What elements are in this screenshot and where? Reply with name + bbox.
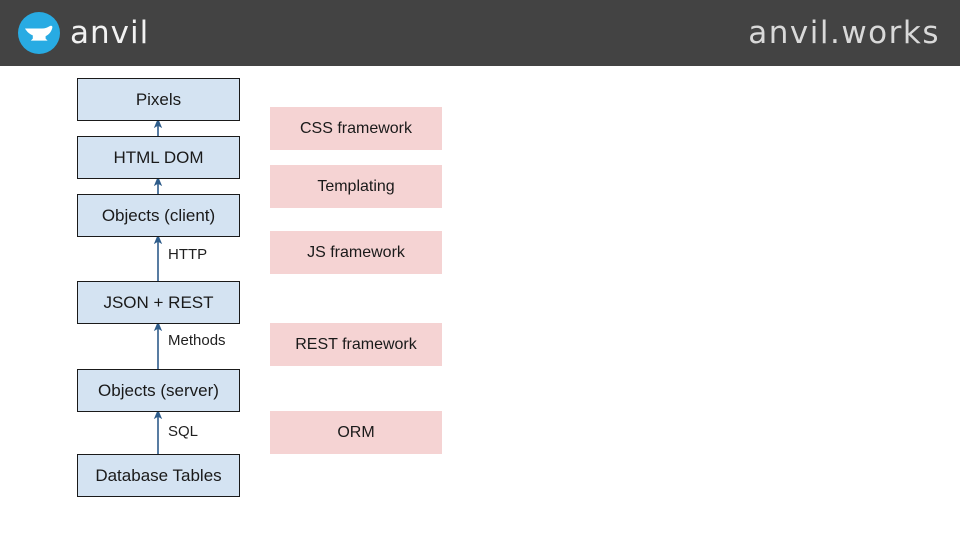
brand-left-group: anvil <box>18 12 149 54</box>
stack-layer-box: Objects (server) <box>77 369 240 412</box>
stack-layer-box: HTML DOM <box>77 136 240 179</box>
connection-label: Methods <box>168 332 226 349</box>
technology-box: JS framework <box>270 231 442 274</box>
technology-box: Templating <box>270 165 442 208</box>
brand-wordmark: anvil <box>70 14 150 51</box>
anvil-logo-icon <box>18 12 60 54</box>
technology-box: ORM <box>270 411 442 454</box>
arrow-layer <box>153 118 163 454</box>
stack-layer-box: Database Tables <box>77 454 240 497</box>
technology-box: CSS framework <box>270 107 442 150</box>
stack-layer-box: Pixels <box>77 78 240 121</box>
technology-box: REST framework <box>270 323 442 366</box>
app-header: anvil anvil.works <box>0 0 960 66</box>
connection-label: HTTP <box>168 246 208 263</box>
stack-layer-box: JSON + REST <box>77 281 240 324</box>
site-url-label: anvil.works <box>748 15 940 51</box>
stack-layer-box: Objects (client) <box>77 194 240 237</box>
connection-label: SQL <box>168 423 199 440</box>
